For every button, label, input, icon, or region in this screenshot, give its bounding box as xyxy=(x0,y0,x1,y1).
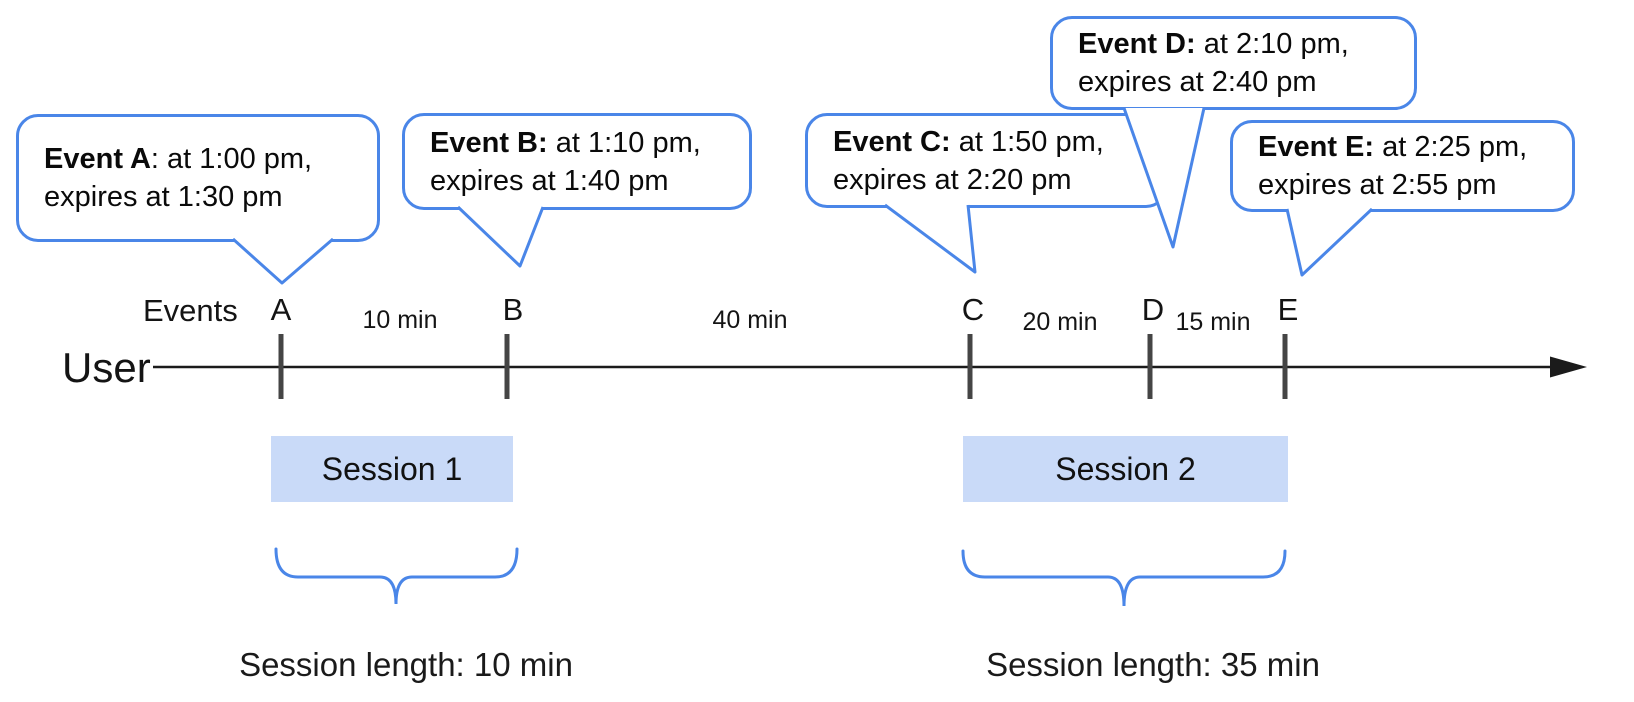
event-b-bubble: Event B: at 1:10 pm, expires at 1:40 pm xyxy=(402,113,752,210)
tick-event-d xyxy=(1147,334,1153,399)
session-1-box: Session 1 xyxy=(271,436,513,502)
event-a-line2: expires at 1:30 pm xyxy=(44,181,283,213)
tick-event-c xyxy=(967,334,973,399)
event-b-name: Event B: xyxy=(430,126,548,159)
event-b-time: at 1:10 pm, xyxy=(547,126,701,159)
event-c-line1: Event C: at 1:50 pm, xyxy=(833,123,1140,161)
event-b-line2: expires at 1:40 pm xyxy=(430,164,669,197)
event-d-time: at 2:10 pm, xyxy=(1195,28,1349,60)
event-c-line2: expires at 2:20 pm xyxy=(833,163,1072,196)
user-axis-label: User xyxy=(62,344,151,391)
event-d-bubble: Event D: at 2:10 pm, expires at 2:40 pm xyxy=(1050,16,1417,110)
event-e-bubble-tail xyxy=(1285,207,1374,277)
interval-b-c-label: 40 min xyxy=(712,306,788,334)
event-e-line2: expires at 2:55 pm xyxy=(1258,169,1497,201)
interval-a-b-label: 10 min xyxy=(362,306,438,334)
event-b-line1: Event B: at 1:10 pm, xyxy=(430,124,724,162)
event-letter-c: C xyxy=(961,292,985,327)
event-a-line1: Event A: at 1:00 pm, xyxy=(44,140,352,178)
event-c-bubble: Event C: at 1:50 pm, expires at 2:20 pm xyxy=(805,113,1168,208)
event-a-bubble: Event A: at 1:00 pm, expires at 1:30 pm xyxy=(16,114,380,242)
event-letter-e: E xyxy=(1277,292,1299,327)
event-c-bubble-tail xyxy=(884,203,977,274)
tick-event-e xyxy=(1282,334,1288,399)
event-a-bubble-tail xyxy=(231,237,334,285)
event-d-line1: Event D: at 2:10 pm, xyxy=(1078,25,1389,63)
event-c-time: at 1:50 pm, xyxy=(950,125,1104,158)
event-e-name: Event E: xyxy=(1258,131,1375,163)
event-e-time: at 2:25 pm, xyxy=(1374,131,1528,163)
event-d-name: Event D: xyxy=(1078,28,1196,60)
event-letter-a: A xyxy=(270,292,292,327)
session-2-brace xyxy=(961,549,1287,607)
event-a-time: : at 1:00 pm, xyxy=(150,143,313,175)
event-letter-b: B xyxy=(502,292,524,327)
session-1-brace xyxy=(274,547,519,605)
session-1-length-label: Session length: 10 min xyxy=(239,646,573,683)
event-c-name: Event C: xyxy=(833,125,951,158)
timeline-arrowhead-icon xyxy=(1550,356,1587,378)
interval-d-e-label: 15 min xyxy=(1175,308,1251,336)
session-2-label: Session 2 xyxy=(1055,450,1196,487)
event-d-line2: expires at 2:40 pm xyxy=(1078,66,1317,98)
event-b-bubble-tail xyxy=(456,205,545,268)
event-a-name: Event A xyxy=(44,143,151,175)
session-2-box: Session 2 xyxy=(963,436,1288,502)
session-2-length-label: Session length: 35 min xyxy=(986,646,1320,683)
tick-event-b xyxy=(504,334,510,399)
interval-c-d-label: 20 min xyxy=(1022,308,1098,336)
event-e-line1: Event E: at 2:25 pm, xyxy=(1258,128,1547,166)
event-letter-d: D xyxy=(1141,292,1165,327)
tick-event-a xyxy=(278,334,284,399)
session-1-label: Session 1 xyxy=(321,450,463,487)
events-row-label: Events xyxy=(143,293,238,328)
event-e-bubble: Event E: at 2:25 pm, expires at 2:55 pm xyxy=(1230,120,1575,212)
